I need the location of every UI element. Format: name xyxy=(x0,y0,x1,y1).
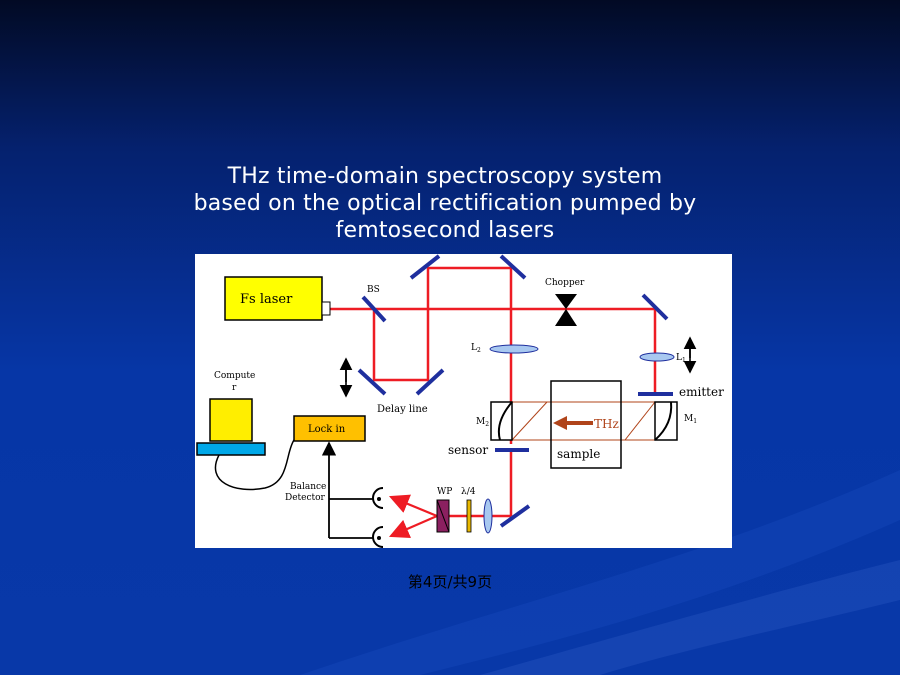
diagram-canvas: Fs laser BS Chopper L2 L1 emitter Delay … xyxy=(196,254,724,548)
title-line-2: based on the optical rectification pumpe… xyxy=(193,191,697,216)
wollaston-split-line xyxy=(436,499,450,533)
detector-wiring xyxy=(321,441,373,539)
lens-l2 xyxy=(489,344,539,354)
thz-beam-region xyxy=(511,401,656,441)
bs-label: BS xyxy=(367,285,380,295)
lambda4-label: λ/4 xyxy=(461,487,476,497)
lock-in-label: Lock in xyxy=(308,424,346,435)
m2-label: M2 xyxy=(476,417,489,428)
thz-tds-diagram: Fs laser BS Chopper L2 L1 emitter Delay … xyxy=(195,254,732,548)
m1-mirror-box xyxy=(654,401,678,441)
title-line-3: femtosecond lasers xyxy=(335,218,555,243)
thz-label: THz xyxy=(594,417,619,431)
balance-label-1: Balance xyxy=(290,482,326,492)
m1-label: M1 xyxy=(684,414,697,425)
page-footer: 第4页/共9页 xyxy=(407,573,493,591)
l1-label: L1 xyxy=(676,353,686,364)
detector-bottom-icon xyxy=(372,526,384,548)
detector-top-dot xyxy=(377,497,381,501)
mirror-delay-left xyxy=(357,368,387,396)
fs-laser-box xyxy=(224,276,323,321)
mirror-right xyxy=(641,293,669,321)
beam-delay-loop xyxy=(372,266,513,444)
computer-label-1: Compute xyxy=(214,371,255,381)
wp-label: WP xyxy=(437,487,452,497)
probe-split-beams xyxy=(388,494,438,539)
sensor-label: sensor xyxy=(448,443,488,457)
computer-keyboard xyxy=(196,442,266,456)
lock-in-box xyxy=(293,415,366,442)
mirror-bottom xyxy=(499,504,531,528)
chopper-icon xyxy=(555,294,577,326)
delay-line-label: Delay line xyxy=(377,404,428,415)
chopper-label: Chopper xyxy=(545,278,585,288)
detector-top-icon xyxy=(372,487,384,509)
title-line-1: THz time-domain spectroscopy system xyxy=(227,164,663,189)
fs-laser-label: Fs laser xyxy=(240,292,293,307)
fs-laser-aperture xyxy=(321,301,331,316)
slide-title: THz time-domain spectroscopy system base… xyxy=(170,163,720,244)
sample-box xyxy=(550,380,622,469)
m2-curve xyxy=(497,401,513,441)
mirror-top-left xyxy=(409,254,441,280)
laser-beam-paths xyxy=(328,266,657,518)
mirror-top-right xyxy=(499,254,527,280)
quarter-wave-plate xyxy=(466,499,472,533)
balance-label-2: Detector xyxy=(285,493,326,503)
lens-l1 xyxy=(639,352,675,362)
m1-curve xyxy=(654,401,673,441)
probe-lens xyxy=(483,498,493,534)
l2-label: L2 xyxy=(471,343,481,354)
thz-arrow xyxy=(553,416,593,430)
beam-splitter-bs xyxy=(361,295,387,323)
sample-label: sample xyxy=(557,447,600,461)
computer-label-2: r xyxy=(232,383,237,393)
computer-cable xyxy=(214,439,295,491)
detector-bottom-dot xyxy=(377,536,381,540)
computer-monitor xyxy=(209,398,253,442)
emitter-label: emitter xyxy=(679,385,724,399)
mirror-delay-right xyxy=(415,368,445,396)
